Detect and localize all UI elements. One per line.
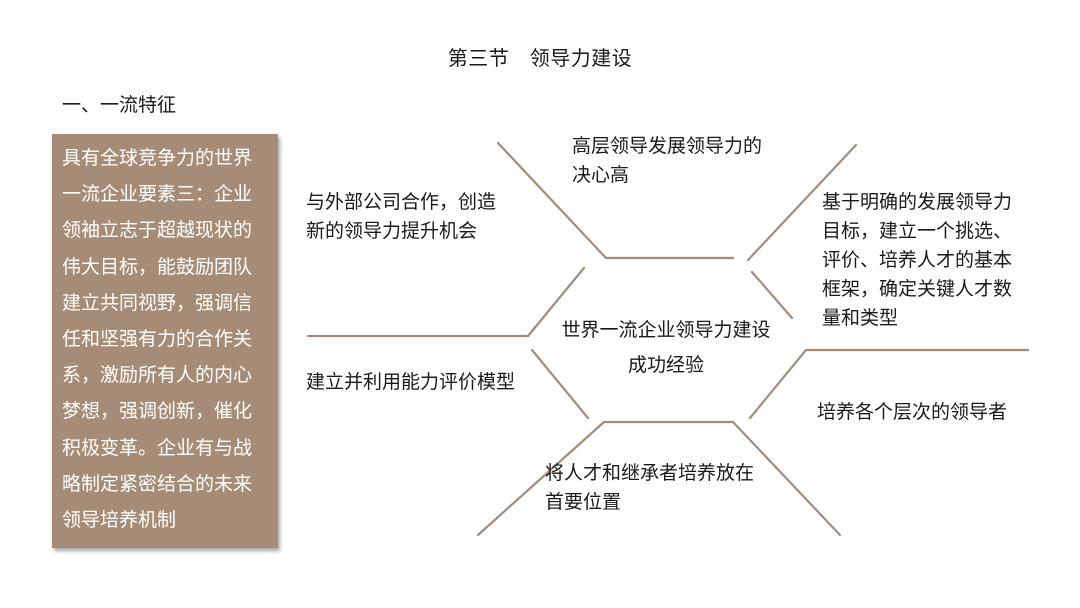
section-heading: 一、一流特征 bbox=[62, 94, 177, 116]
divider-top-left bbox=[496, 141, 608, 260]
divider-bottom-right bbox=[731, 420, 842, 537]
box-line: 建立共同视野，强调信 bbox=[62, 291, 253, 314]
box-line: 领导培养机制 bbox=[62, 509, 177, 532]
upper-right-item: 基于明确的发展领导力 目标，建立一个挑选、 评价、培养人才的基本 框架，确定关键… bbox=[822, 191, 1013, 329]
divider-top-right bbox=[746, 143, 858, 262]
lower-right-item: 培养各个层次的领导者 bbox=[817, 401, 1008, 423]
top-item: 高层领导发展领导力的 决心高 bbox=[572, 135, 763, 186]
upper-left-item: 与外部公司合作，创造 新的领导力提升机会 bbox=[306, 191, 497, 242]
divider-center-left-lower bbox=[530, 348, 590, 420]
center-item: 世界一流企业领导力建设 成功经验 bbox=[561, 319, 771, 376]
box-line: 梦想，强调创新，催化 bbox=[62, 400, 253, 423]
box-line: 系，激励所有人的内心 bbox=[62, 364, 253, 387]
box-line: 任和坚强有力的合作关 bbox=[62, 328, 253, 351]
feature-description-box: 具有全球竞争力的世界 一流企业要素三：企业 领袖立志于超越现状的 伟大目标，能鼓… bbox=[52, 134, 278, 548]
box-line: 积极变革。企业有与战 bbox=[62, 436, 253, 459]
lower-left-item: 建立并利用能力评价模型 bbox=[306, 371, 516, 393]
divider-center-right bbox=[750, 270, 794, 320]
divider-center-left-upper bbox=[526, 266, 586, 338]
divider-bottom-left bbox=[476, 420, 606, 537]
box-line: 领袖立志于超越现状的 bbox=[62, 219, 253, 242]
divider-right-diagonal bbox=[748, 348, 808, 420]
box-line: 略制定紧密结合的未来 bbox=[62, 472, 253, 495]
box-line: 伟大目标，能鼓励团队 bbox=[62, 255, 253, 278]
slide-title: 第三节 领导力建设 bbox=[447, 46, 633, 70]
bottom-item: 将人才和继承者培养放在 首要位置 bbox=[545, 462, 755, 513]
box-line: 一流企业要素三：企业 bbox=[62, 183, 253, 206]
box-line: 具有全球竞争力的世界 bbox=[62, 147, 253, 169]
